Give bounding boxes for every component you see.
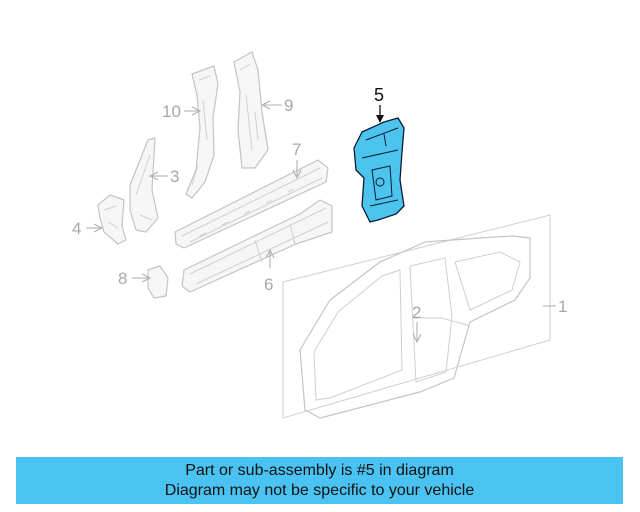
- callout-9: 9: [260, 96, 293, 115]
- callout-1: 1: [543, 297, 567, 316]
- callout-7: 7: [292, 140, 302, 180]
- part-4-bracket: [97, 194, 127, 245]
- callout-2: 2: [412, 303, 422, 344]
- part-5-highlighted: [353, 117, 405, 223]
- part-9-pillar: [233, 51, 269, 169]
- svg-text:3: 3: [170, 167, 179, 186]
- part-7-rail: [174, 159, 329, 249]
- svg-text:5: 5: [374, 85, 384, 105]
- svg-text:8: 8: [118, 269, 127, 288]
- svg-text:9: 9: [284, 96, 293, 115]
- callout-8: 8: [118, 269, 152, 288]
- callout-10: 10: [162, 102, 202, 121]
- banner-line-2: Diagram may not be specific to your vehi…: [164, 482, 475, 499]
- svg-text:4: 4: [72, 219, 81, 238]
- svg-text:2: 2: [412, 303, 421, 322]
- svg-text:6: 6: [264, 275, 273, 294]
- info-banner: Part or sub-assembly is #5 in diagram Di…: [16, 457, 623, 504]
- part-3-pillar: [129, 137, 159, 233]
- callout-4: 4: [72, 219, 104, 238]
- part-2-marker: [414, 317, 471, 327]
- svg-text:10: 10: [162, 102, 181, 121]
- parts-diagram: 1 2 3 4 5 6 7 8 9 10: [72, 51, 567, 419]
- svg-text:1: 1: [558, 297, 567, 316]
- callout-6: 6: [264, 248, 275, 294]
- callout-3: 3: [148, 167, 179, 186]
- svg-text:7: 7: [292, 140, 301, 159]
- callout-5: 5: [374, 85, 384, 123]
- part-1-body-side: [282, 214, 551, 419]
- part-6-rail: [181, 199, 333, 293]
- part-10-pillar: [185, 65, 219, 199]
- banner-line-1: Part or sub-assembly is #5 in diagram: [185, 462, 454, 479]
- part-8-gusset: [147, 265, 169, 299]
